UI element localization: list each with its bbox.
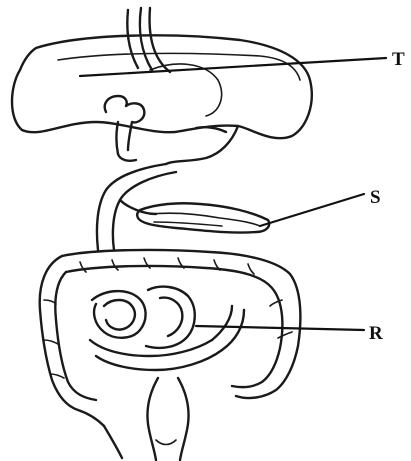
label-t: T [392, 50, 405, 69]
small-intestine [90, 287, 244, 370]
rectum [104, 378, 189, 460]
large-intestine [40, 250, 301, 426]
oesophagus [127, 8, 170, 72]
pointer-line-s [260, 194, 364, 226]
stomach [12, 35, 312, 164]
pointer-line-t [80, 58, 386, 76]
label-s: S [370, 188, 381, 207]
pancreas [137, 203, 269, 232]
duodenum [97, 164, 176, 250]
label-r: R [369, 324, 383, 343]
